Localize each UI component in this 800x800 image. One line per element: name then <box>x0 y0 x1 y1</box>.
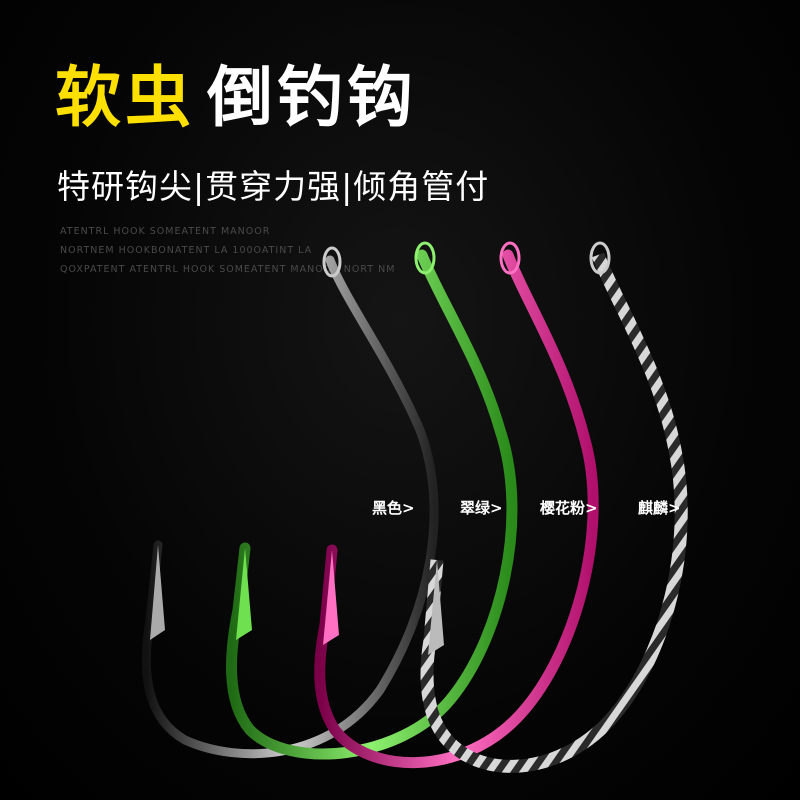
title-rest: 倒钓钩 <box>207 59 417 136</box>
decorative-line: ATENTRL HOOK SOMEATENT MANOOR <box>60 226 271 237</box>
pink-hook <box>314 241 599 769</box>
decorative-line: NORTNEM HOOKBONATENT LA 100OATINT LA <box>60 245 313 256</box>
decorative-line: QOXPATENT ATENTRL HOOK SOMEATENT MANOOR … <box>60 264 396 275</box>
label-black: 黑色> <box>372 499 415 517</box>
label-pink: 樱花粉> <box>540 499 598 517</box>
label-green: 翠绿> <box>460 499 503 517</box>
green-hook <box>226 241 518 760</box>
title: 软虫倒钓钩 <box>55 58 417 138</box>
title-highlight: 软虫 <box>55 59 195 136</box>
subtitle: 特研钩尖|贯穿力强|倾角管付 <box>57 167 490 206</box>
kirin-hook <box>420 241 688 773</box>
label-kirin: 麒麟> <box>638 499 681 517</box>
decorative-text: ATENTRL HOOK SOMEATENT MANOOR NORTNEM HO… <box>60 222 395 279</box>
black-hook <box>141 246 439 759</box>
